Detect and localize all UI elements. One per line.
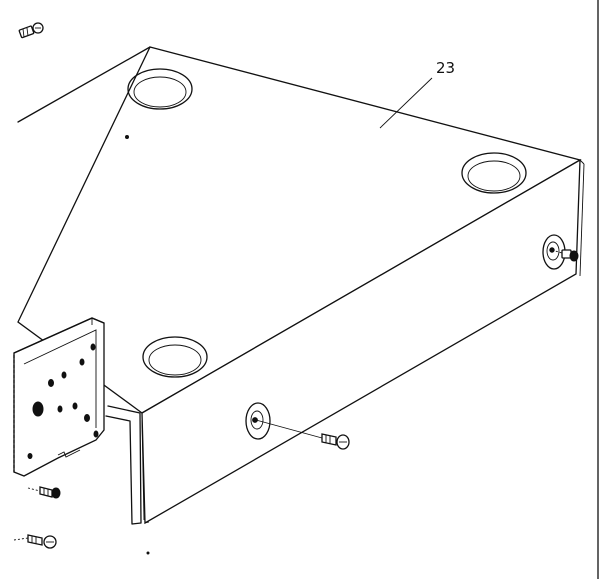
screw-front <box>255 419 350 450</box>
screw-top-left <box>18 22 44 39</box>
cabinet-box <box>17 46 585 525</box>
surface-mark <box>125 135 129 139</box>
callout-leader-23 <box>379 77 433 129</box>
foot-hole-top-right <box>461 152 527 194</box>
screw-right <box>551 249 579 262</box>
side-bracket-plate <box>13 317 105 477</box>
foot-hole-bottom-left <box>142 336 208 378</box>
stray-mark <box>146 551 150 555</box>
screw-bracket-lower <box>27 486 61 499</box>
side-washer-front <box>245 402 271 440</box>
screw-bottom-left <box>13 534 57 549</box>
part-label-23: 23 <box>436 59 455 77</box>
foot-hole-top-left <box>127 68 193 110</box>
